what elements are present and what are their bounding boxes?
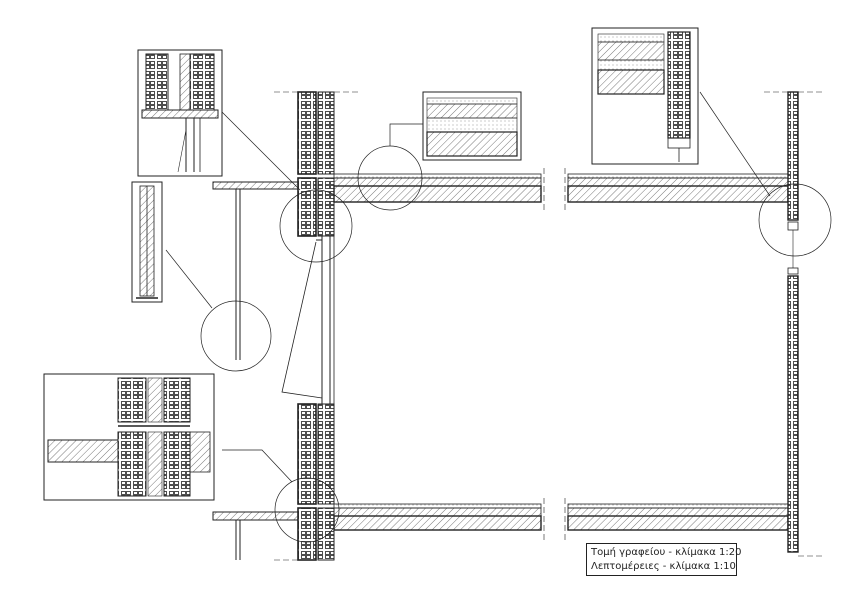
upper-floor-slab [333, 168, 789, 210]
left-wall [297, 91, 335, 561]
legend-scale-details: Λεπτομέρειες - κλίμακα 1:10 [591, 561, 736, 572]
detail-box-slab [422, 91, 522, 161]
detail-callouts [165, 91, 832, 543]
left-canopy [212, 181, 299, 560]
lower-floor-slab [333, 498, 789, 540]
right-wall [787, 91, 799, 553]
extension-lines [274, 91, 822, 561]
detail-box-lower-left [43, 373, 215, 501]
detail-box-upper-left [137, 49, 223, 177]
legend-box: Τομή γραφείου - κλίμακα 1:20 Λεπτομέρειε… [586, 543, 742, 576]
detail-box-column [131, 181, 163, 303]
detail-box-upper-right [591, 27, 699, 165]
legend-scale-section: Τομή γραφείου - κλίμακα 1:20 [591, 547, 742, 558]
window-opening [281, 236, 335, 404]
